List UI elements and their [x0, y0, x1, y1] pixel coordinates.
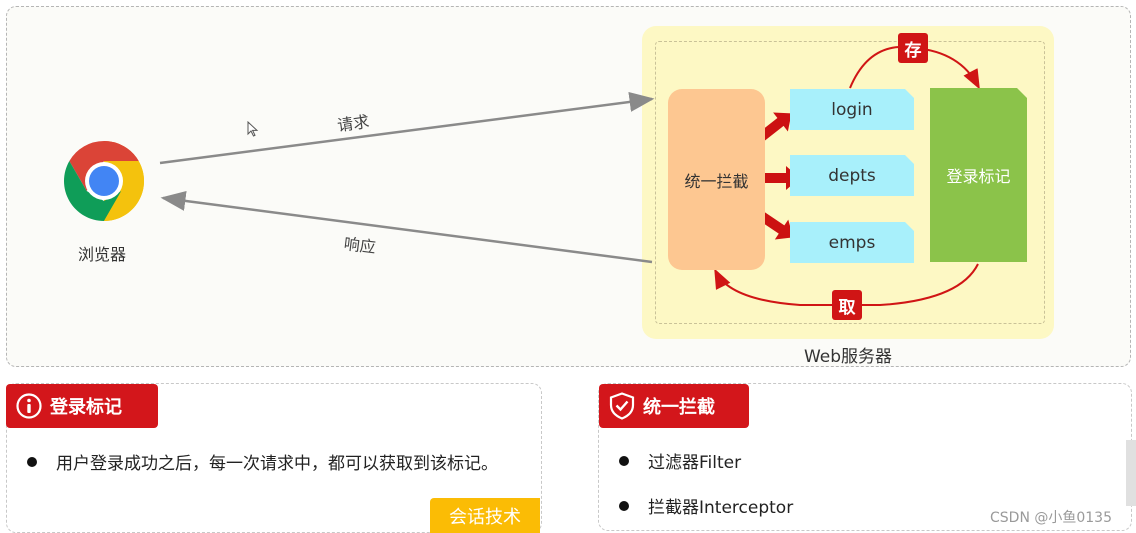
- unified-interceptor-card-title: 统一拦截: [599, 384, 749, 428]
- filter-bullet: 过滤器Filter: [619, 448, 741, 473]
- login-marker-card-title-text: 登录标记: [50, 397, 122, 418]
- cursor-icon: [247, 120, 259, 141]
- watermark: CSDN @小鱼0135: [990, 510, 1112, 526]
- servlet-emps: emps: [790, 222, 914, 263]
- servlet-login: login: [790, 89, 914, 130]
- filter-bullet-text: 过滤器Filter: [648, 453, 742, 473]
- login-marker-bullet-text: 用户登录成功之后，每一次请求中，都可以获取到该标记。: [56, 454, 498, 474]
- response-arrow: [160, 191, 653, 264]
- filter-to-emps-arrow: [757, 210, 794, 240]
- scroll-strip: [1126, 440, 1136, 506]
- store-badge: 存: [898, 33, 928, 63]
- login-marker-bullet: 用户登录成功之后，每一次请求中，都可以获取到该标记。: [27, 449, 498, 474]
- chrome-icon: [63, 140, 145, 226]
- unified-interceptor-box: 统一拦截: [668, 89, 765, 270]
- unified-interceptor-card-title-text: 统一拦截: [643, 397, 715, 418]
- fetch-arc: [714, 263, 979, 306]
- bullet-dot: [619, 455, 629, 466]
- bullet-dot: [619, 500, 629, 511]
- response-label: 响应: [342, 234, 377, 257]
- request-label: 请求: [336, 111, 371, 136]
- web-server-inner-border: [655, 41, 1045, 324]
- login-marker-card-title: 登录标记: [6, 384, 158, 428]
- web-server-label: Web服务器: [803, 347, 893, 367]
- session-tech-tag: 会话技术: [430, 498, 540, 533]
- info-icon: [16, 393, 42, 419]
- interceptor-bullet: 拦截器Interceptor: [619, 493, 793, 518]
- servlet-depts: depts: [790, 155, 914, 196]
- interceptor-bullet-text: 拦截器Interceptor: [648, 498, 794, 518]
- browser-label: 浏览器: [77, 245, 126, 264]
- shield-check-icon: [609, 392, 635, 420]
- request-arrow: [159, 91, 655, 165]
- login-marker-box: 登录标记: [930, 88, 1027, 262]
- filter-to-login-arrow: [756, 112, 792, 142]
- fetch-badge: 取: [832, 290, 862, 320]
- bullet-dot: [27, 456, 37, 467]
